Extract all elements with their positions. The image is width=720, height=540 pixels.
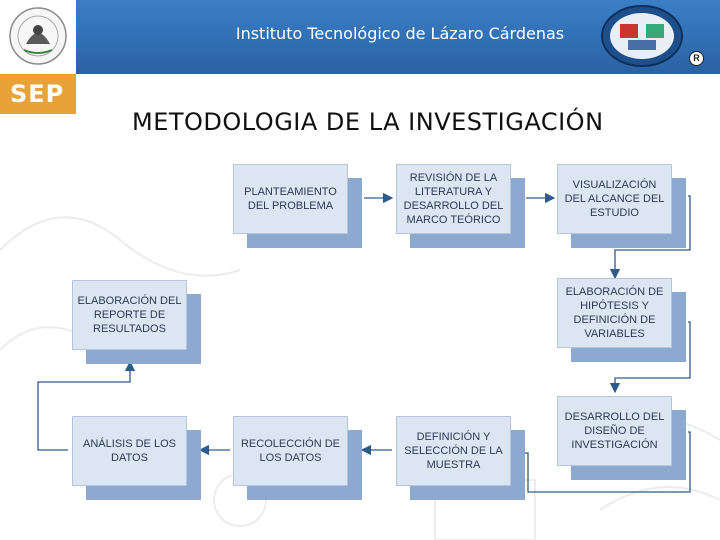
step-7-label: RECOLECCIÓN DE LOS DATOS [240,438,341,464]
step-3-label: VISUALIZACIÓN DEL ALCANCE DEL ESTUDIO [564,179,665,219]
step-1-label: PLANTEAMIENTO DEL PROBLEMA [244,186,337,212]
step-6-muestra: DEFINICIÓN Y SELECCIÓN DE LA MUESTRA [396,416,525,500]
mexico-coat-of-arms-icon [9,7,67,65]
step-4-hipotesis: ELABORACIÓN DE HIPÓTESIS Y DEFINICIÓN DE… [557,278,686,362]
step-5-label: DESARROLLO DEL DISEÑO DE INVESTIGACIÓN [564,411,665,451]
step-9-label: ELABORACIÓN DEL REPORTE DE RESULTADOS [77,295,182,335]
step-3-visualizacion-alcance: VISUALIZACIÓN DEL ALCANCE DEL ESTUDIO [557,164,686,248]
step-8-label: ANÁLISIS DE LOS DATOS [83,438,176,464]
page-title: METODOLOGIA DE LA INVESTIGACIÓN [132,108,604,136]
step-2-label: REVISIÓN DE LA LITERATURA Y DESARROLLO D… [403,172,504,226]
arrow-4-5 [609,321,691,394]
institution-title: Instituto Tecnológico de Lázaro Cárdenas [235,24,565,43]
registered-mark-icon: R [689,51,704,66]
step-4-label: ELABORACIÓN DE HIPÓTESIS Y DEFINICIÓN DE… [565,286,664,340]
step-5-diseno: DESARROLLO DEL DISEÑO DE INVESTIGACIÓN [557,396,686,480]
step-6-label: DEFINICIÓN Y SELECCIÓN DE LA MUESTRA [404,431,503,471]
step-8-analisis: ANÁLISIS DE LOS DATOS [72,416,201,500]
step-9-reporte: ELABORACIÓN DEL REPORTE DE RESULTADOS [72,280,201,364]
arrow-8-9 [37,360,136,451]
step-7-recoleccion: RECOLECCIÓN DE LOS DATOS [233,416,362,500]
step-2-revision-literatura: REVISIÓN DE LA LITERATURA Y DESARROLLO D… [396,164,525,248]
sep-logo: SEP [0,74,76,114]
header-left-panel [0,0,76,74]
header-bar [0,0,720,74]
arrow-3-4 [609,195,691,280]
arrow-5-6 [508,431,691,493]
step-1-planteamiento: PLANTEAMIENTO DEL PROBLEMA [233,164,362,248]
sep-logo-text: SEP [10,80,65,108]
institute-seal-icon [601,5,683,67]
